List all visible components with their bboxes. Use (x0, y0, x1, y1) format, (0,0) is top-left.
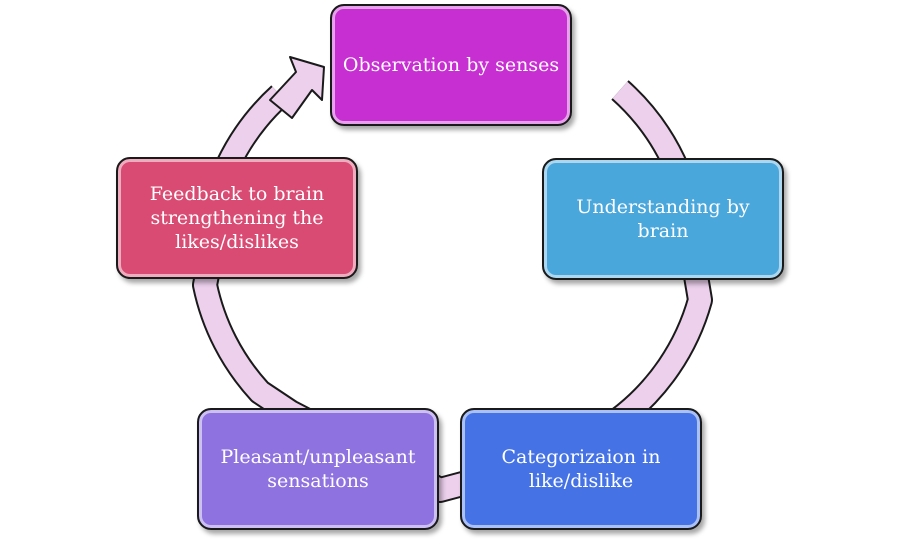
node-categorization: Categorizaion in like/dislike (460, 408, 702, 530)
arrowhead-icon (269, 56, 325, 119)
node-label: Feedback to brain strengthening the like… (149, 183, 325, 253)
node-label: Categorizaion in like/dislike (501, 446, 661, 492)
node-feedback: Feedback to brain strengthening the like… (116, 157, 358, 279)
node-label: Observation by senses (342, 54, 560, 76)
node-label: Understanding by brain (576, 196, 750, 242)
node-observation: Observation by senses (330, 4, 572, 126)
node-understanding: Understanding by brain (542, 158, 784, 280)
node-sensations: Pleasant/unpleasant sensations (197, 408, 439, 530)
node-label: Pleasant/unpleasant sensations (220, 446, 416, 492)
